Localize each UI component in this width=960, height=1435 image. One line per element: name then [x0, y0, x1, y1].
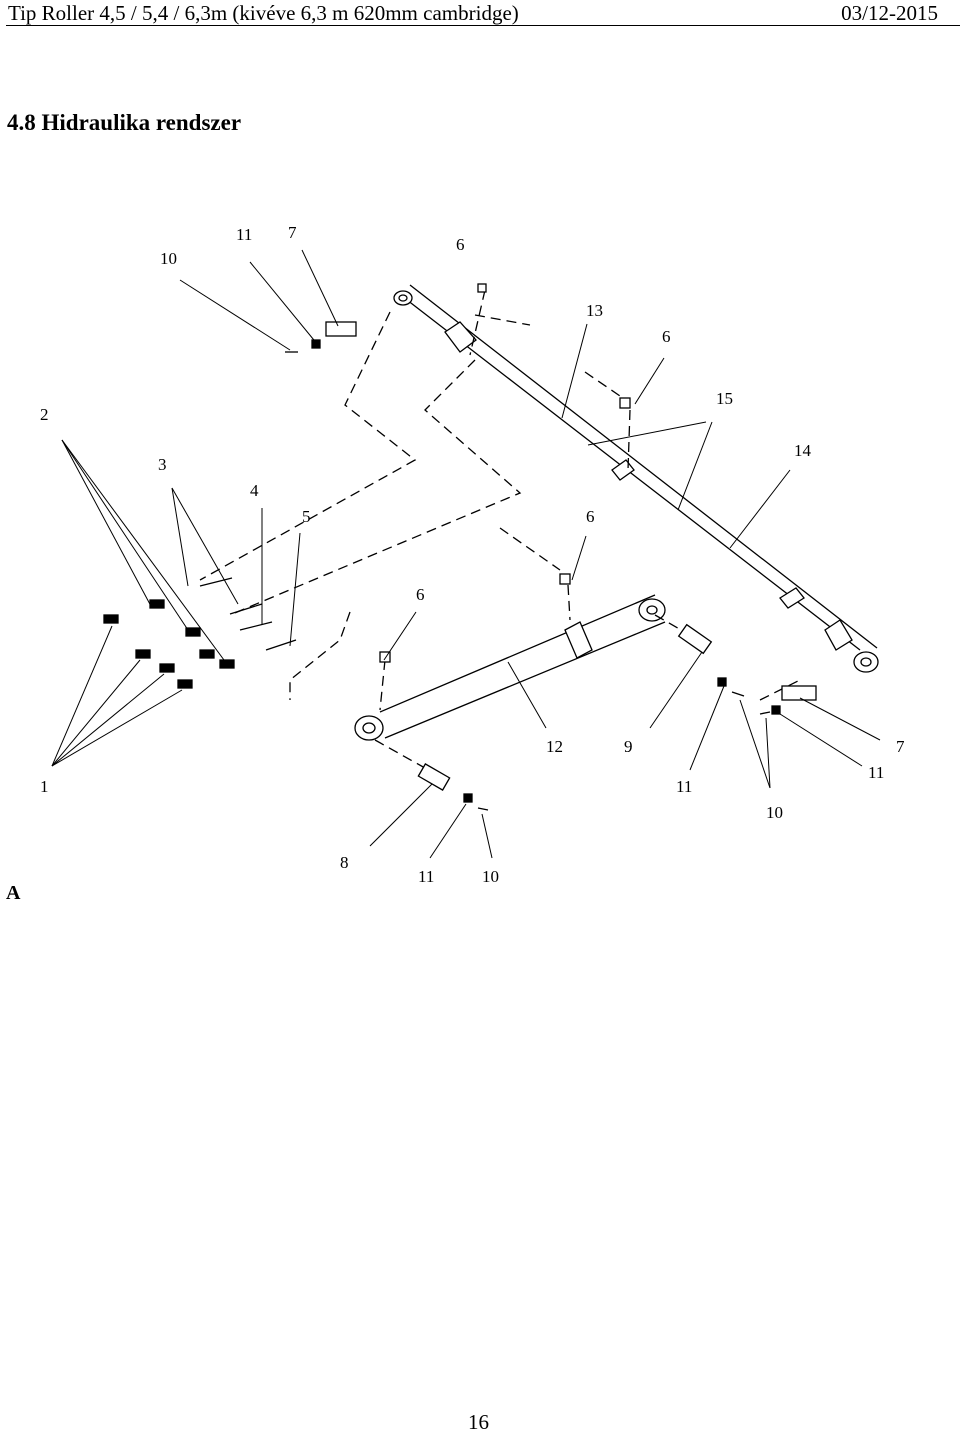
section-title: 4.8 Hidraulika rendszer — [7, 110, 242, 135]
callout-2: 2 — [40, 405, 49, 424]
header-rule — [6, 25, 960, 26]
lower-cylinder — [354, 594, 666, 741]
callout-3: 3 — [158, 455, 167, 474]
callout-4: 4 — [250, 481, 259, 500]
callout-12: 12 — [546, 737, 563, 756]
callout-numbers: 10 11 7 6 13 6 15 2 14 3 4 5 6 6 12 9 7 … — [40, 223, 905, 886]
page-header: Tip Roller 4,5 / 5,4 / 6,3m (kivéve 6,3 … — [0, 0, 960, 26]
callout-6: 6 — [662, 327, 671, 346]
callout-11: 11 — [676, 777, 692, 796]
callout-9: 9 — [624, 737, 633, 756]
hydraulic-diagram-svg: 10 11 7 6 13 6 15 2 14 3 4 5 6 6 12 9 7 … — [40, 223, 905, 886]
callout-5: 5 — [302, 507, 311, 526]
callout-10: 10 — [766, 803, 783, 822]
callout-7: 7 — [896, 737, 905, 756]
header-title: Tip Roller 4,5 / 5,4 / 6,3m (kivéve 6,3 … — [8, 1, 519, 25]
hydraulic-system-diagram: 10 11 7 6 13 6 15 2 14 3 4 5 6 6 12 9 7 … — [0, 150, 960, 910]
callout-15: 15 — [716, 389, 733, 408]
fittings — [103, 283, 817, 811]
hydraulic-hoses — [199, 289, 801, 769]
header-date: 03/12-2015 — [841, 1, 938, 25]
callout-10: 10 — [482, 867, 499, 886]
callout-11: 11 — [236, 225, 252, 244]
upper-cylinder — [393, 284, 879, 673]
callout-1: 1 — [40, 777, 49, 796]
callout-6: 6 — [416, 585, 425, 604]
leader-lines — [51, 249, 881, 859]
callout-11: 11 — [418, 867, 434, 886]
callout-11: 11 — [868, 763, 884, 782]
callout-8: 8 — [340, 853, 349, 872]
page-number: 16 — [468, 1410, 489, 1434]
callout-7: 7 — [288, 223, 297, 242]
callout-6: 6 — [456, 235, 465, 254]
figure-label: A — [6, 882, 21, 904]
callout-10: 10 — [160, 249, 177, 268]
callout-6: 6 — [586, 507, 595, 526]
callout-14: 14 — [794, 441, 812, 460]
callout-13: 13 — [586, 301, 603, 320]
